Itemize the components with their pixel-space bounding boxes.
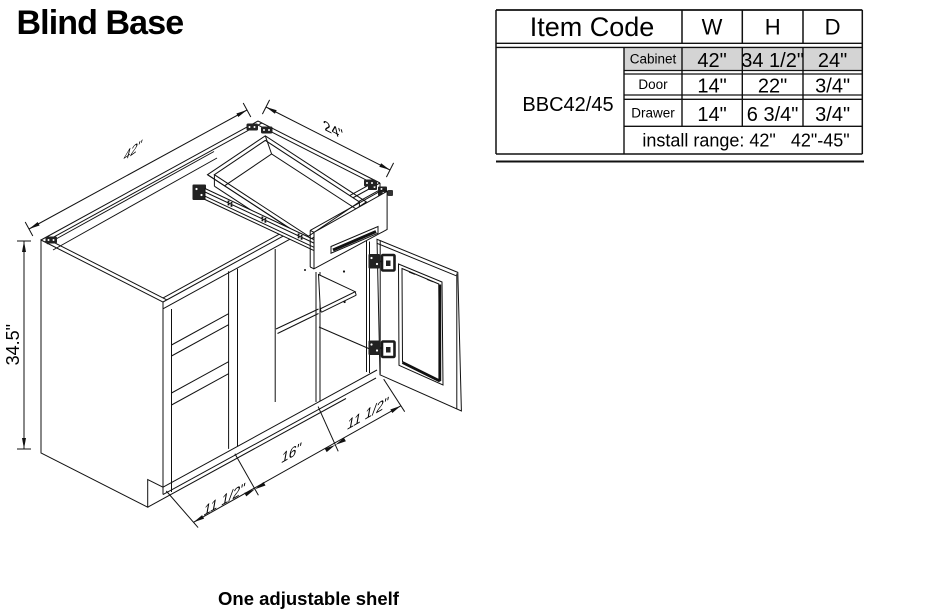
svg-text:Blind Base: Blind Base bbox=[17, 4, 184, 42]
svg-text:42": 42" bbox=[697, 50, 726, 72]
svg-text:Item Code: Item Code bbox=[530, 12, 655, 42]
svg-text:H: H bbox=[765, 15, 781, 40]
svg-text:3/4": 3/4" bbox=[815, 76, 850, 98]
svg-text:Door: Door bbox=[638, 77, 668, 92]
svg-text:D: D bbox=[825, 15, 841, 40]
svg-text:24": 24" bbox=[322, 117, 346, 144]
svg-text:34 1/2": 34 1/2" bbox=[741, 50, 804, 72]
svg-text:3/4": 3/4" bbox=[815, 104, 850, 126]
svg-text:24": 24" bbox=[818, 50, 847, 72]
svg-text:11 1/2": 11 1/2" bbox=[202, 480, 246, 520]
svg-text:22": 22" bbox=[758, 76, 787, 98]
svg-text:11 1/2": 11 1/2" bbox=[346, 394, 390, 434]
svg-text:One adjustable shelf: One adjustable shelf bbox=[218, 588, 400, 609]
svg-text:14": 14" bbox=[697, 104, 726, 126]
svg-text:Cabinet: Cabinet bbox=[630, 52, 677, 67]
svg-text:W: W bbox=[702, 15, 723, 40]
svg-text:install range: 42" 42"-45": install range: 42" 42"-45" bbox=[642, 130, 849, 150]
svg-text:14": 14" bbox=[697, 76, 726, 98]
svg-text:BBC42/45: BBC42/45 bbox=[522, 94, 613, 116]
svg-text:42": 42" bbox=[122, 136, 144, 165]
svg-text:34.5": 34.5" bbox=[3, 324, 23, 365]
svg-text:Drawer: Drawer bbox=[631, 106, 675, 121]
svg-text:6 3/4": 6 3/4" bbox=[747, 104, 799, 126]
